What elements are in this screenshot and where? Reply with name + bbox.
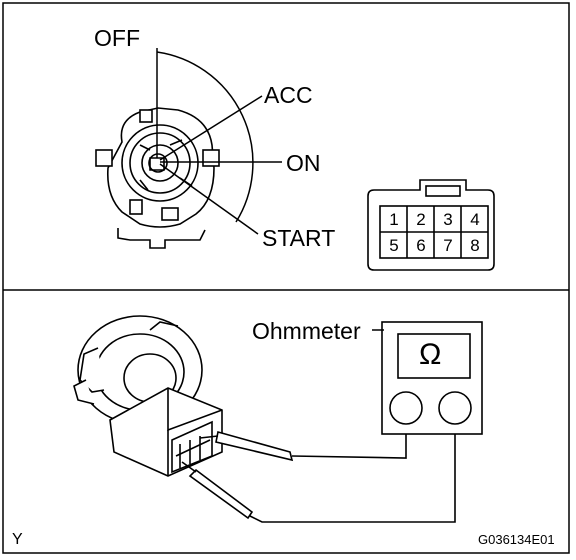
test-probes — [181, 430, 294, 520]
start-line — [159, 163, 259, 235]
lead-lower — [249, 424, 456, 523]
connector-face — [367, 179, 495, 271]
pin-8: 8 — [470, 236, 480, 255]
rotation-arc — [156, 51, 254, 223]
acc-line — [159, 95, 263, 161]
pin-2: 2 — [416, 210, 426, 229]
pin-4: 4 — [470, 210, 480, 229]
ohm-symbol: Ω — [419, 338, 442, 371]
pin-5: 5 — [389, 236, 399, 255]
test-leads — [249, 420, 456, 523]
outer-frame — [2, 2, 570, 554]
ohmmeter-body — [381, 321, 483, 435]
pin-3: 3 — [443, 210, 453, 229]
corner-mark: Y — [12, 531, 23, 548]
label-on: ON — [286, 150, 321, 176]
pin-6: 6 — [416, 236, 426, 255]
ignition-switch-side — [73, 315, 223, 477]
figure-code: G036134E01 — [478, 532, 555, 547]
ohmmeter-terminal-right — [438, 391, 472, 425]
pin-7: 7 — [443, 236, 453, 255]
ohmmeter-terminal-left — [389, 391, 423, 425]
label-acc: ACC — [264, 82, 313, 108]
label-off: OFF — [94, 25, 140, 51]
label-start: START — [262, 225, 336, 251]
probe-upper — [215, 430, 294, 462]
ohmmeter-label: Ohmmeter — [252, 318, 361, 344]
probe-lower — [188, 468, 254, 520]
switch-position-indicator — [156, 48, 282, 235]
pin-1: 1 — [389, 210, 399, 229]
